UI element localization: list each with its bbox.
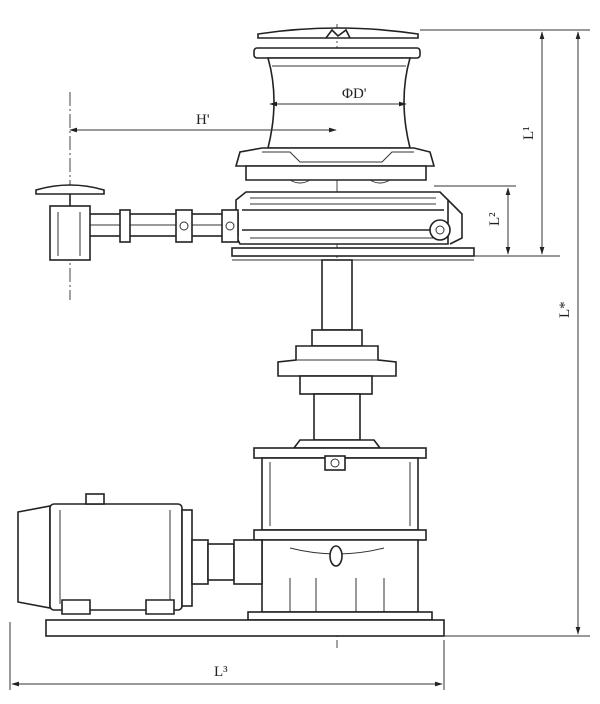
label-l1: L¹ xyxy=(521,126,537,140)
label-l2: L² xyxy=(487,212,503,226)
electric-motor xyxy=(17,493,263,615)
label-diameter: ΦD' xyxy=(342,86,367,102)
gear-section xyxy=(231,191,475,261)
linkage-arm xyxy=(35,184,239,261)
capstan-head xyxy=(234,27,436,184)
label-l-star: L* xyxy=(557,301,573,318)
dimension-lines xyxy=(9,29,590,690)
shaft-coupling xyxy=(277,259,397,441)
label-h: H' xyxy=(196,112,210,128)
label-l3: L³ xyxy=(214,664,228,680)
gearbox-housing xyxy=(247,439,433,621)
base-frame xyxy=(45,619,445,637)
